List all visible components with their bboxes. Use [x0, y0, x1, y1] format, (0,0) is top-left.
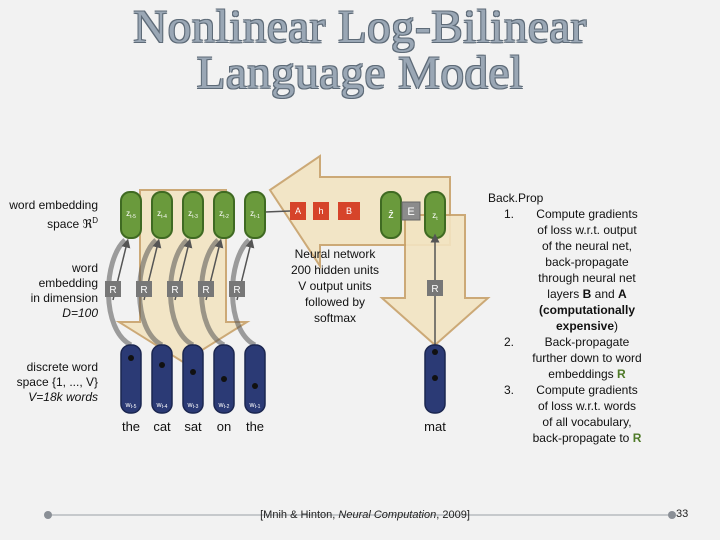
r-box [198, 281, 214, 297]
backprop-step-2: 2. Back-propagate further down to word e… [503, 335, 642, 381]
word-index-label: wt-2 [218, 402, 230, 410]
slide-title-line-2: Language Model [196, 47, 524, 99]
r-box [136, 281, 152, 297]
context-word: sat [184, 419, 202, 434]
citation: [Mnih & Hinton, Neural Computation, 2009… [260, 509, 470, 521]
target-r-label: R [431, 284, 438, 295]
target-one-hot-dot-2 [432, 375, 438, 381]
embedding-node [182, 191, 204, 239]
hidden-label: h [318, 206, 323, 216]
context-word: cat [153, 419, 171, 434]
word-index-label: wt-3 [187, 402, 199, 410]
backprop-step-3: 3. Compute gradients of loss w.r.t. word… [503, 383, 642, 445]
word-index-node [182, 344, 204, 414]
one-hot-dot [128, 355, 134, 361]
layer-b-label: B [346, 206, 352, 216]
embedding-space-label: word embedding space ℜD [9, 198, 98, 231]
target-one-hot-dot [432, 349, 438, 355]
word-index-label: wt-4 [156, 402, 168, 410]
r-label: R [233, 285, 240, 296]
word-index-node [120, 344, 142, 414]
neural-network-description: Neural network 200 hidden units V output… [290, 247, 380, 325]
backprop-step-1: 1. Compute gradients of loss w.r.t. outp… [503, 207, 638, 333]
r-label: R [140, 285, 147, 296]
embedding-label: zt-2 [219, 209, 229, 220]
embedding-dimension-label: word embedding in dimension D=100 [30, 261, 98, 320]
slide-title: Nonlinear Log-Bilinear Language Model [0, 1, 720, 99]
backprop-heading: Back.Prop [488, 191, 544, 205]
layer-a-box [290, 202, 306, 220]
word-index-label: wt-5 [125, 402, 137, 410]
r-box [167, 281, 183, 297]
r-label: R [109, 285, 116, 296]
target-embedding-label: zt [432, 211, 438, 222]
context-word: the [121, 419, 141, 434]
target-r-box [427, 280, 443, 296]
embedding-node [120, 191, 142, 239]
one-hot-dot [252, 383, 258, 389]
discrete-space-label: discrete word space {1, ..., V} V=18k wo… [16, 360, 98, 404]
footer-dot-right [668, 511, 676, 519]
layer-b-box [338, 202, 360, 220]
target-word: mat [424, 419, 446, 434]
energy-box [401, 201, 421, 221]
context-word: on [216, 419, 232, 434]
context-word: the [245, 419, 265, 434]
backprop-panel: Back.Prop 1. Compute gradients of loss w… [484, 190, 654, 446]
predicted-embedding-label: ẑ [388, 209, 394, 221]
r-box [229, 281, 245, 297]
r-box [105, 281, 121, 297]
energy-label: E [407, 206, 414, 218]
r-label: R [202, 285, 209, 296]
page-number: 33 [676, 508, 689, 520]
layer-a-label: A [295, 206, 301, 216]
embedding-label: zt-4 [157, 209, 167, 220]
embedding-node [151, 191, 173, 239]
one-hot-dot [221, 376, 227, 382]
word-index-node [151, 344, 173, 414]
footer-dot-left [44, 511, 52, 519]
embedding-node [244, 191, 266, 239]
slide-title-line-1: Nonlinear Log-Bilinear [133, 1, 587, 53]
one-hot-dot [159, 362, 165, 368]
one-hot-dot [190, 369, 196, 375]
word-index-label: wt-1 [249, 402, 261, 410]
word-index-node [244, 344, 266, 414]
r-label: R [171, 285, 178, 296]
embedding-label: zt-1 [250, 209, 260, 220]
input-link [264, 210, 291, 213]
embedding-node [213, 191, 235, 239]
embedding-label: zt-3 [188, 209, 198, 220]
predicted-embedding-node [380, 191, 402, 239]
hidden-box [313, 202, 329, 220]
embedding-label: zt-5 [126, 209, 136, 220]
